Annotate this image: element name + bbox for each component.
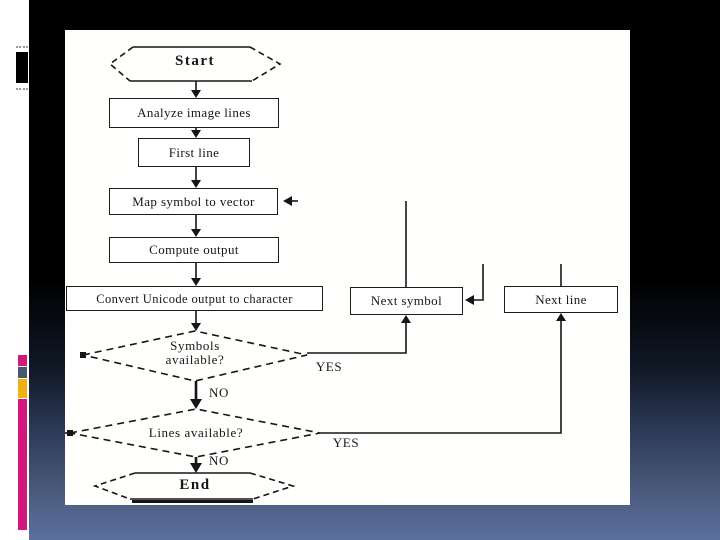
symbols-decision-shape [82,330,308,382]
node-label: Convert Unicode output to character [96,291,293,306]
dotted-texture-bottom [16,88,28,90]
symbols-decision-label: Symbols available? [165,338,225,367]
node-map-symbol-to-vector: Map symbol to vector [109,188,278,215]
start-terminator-shape [108,46,282,82]
arrowhead-into-convert [191,278,201,286]
lines-decision-shape [69,408,321,458]
symbols-no-label: NO [209,385,229,400]
accent-slate-square [18,367,27,378]
node-label: Next symbol [370,293,443,308]
sidebar-accent-strip [0,0,29,540]
node-compute-output: Compute output [109,237,279,263]
dotted-texture-top [16,46,28,48]
next-symbol-elbow-line [474,264,484,301]
end-right-chevron [249,472,296,500]
accent-magenta-bar [18,399,27,530]
symbols-yes-label: YES [315,359,343,374]
flowchart-drawing [65,46,566,503]
symbols-left-vertex-dot [80,352,86,358]
lines-left-vertex-dot [67,430,73,436]
start-label: Start [175,53,215,69]
arrowhead-into-next-symbol-right [465,295,474,305]
node-label: Map symbol to vector [132,193,255,209]
node-label: Next line [535,291,587,307]
symbols-yes-line [307,323,407,354]
arrowhead-into-map-right [283,196,292,206]
lines-yes-line [320,321,562,434]
start-right-chevron [249,46,282,82]
arrowhead-into-symbols [191,323,201,331]
accent-amber-square [18,379,27,398]
lines-no-label: NO [209,453,229,468]
arrowhead-into-next-line-bottom [556,313,566,321]
node-label: First line [168,144,220,160]
arrowhead-into-next-symbol-bottom [401,315,411,323]
arrowhead-into-compute [191,229,201,237]
node-label: Compute output [149,242,239,257]
node-first-line: First line [138,138,250,167]
node-next-line: Next line [504,286,618,313]
accent-pink-square [18,355,27,366]
end-left-chevron [92,472,136,500]
end-label: End [179,477,211,493]
node-next-symbol: Next symbol [350,287,463,315]
lines-yes-label: YES [332,435,360,450]
end-terminator-shape [92,472,296,503]
node-label: Analyze image lines [137,105,251,120]
arrowhead-into-analyze [191,90,201,98]
black-tab [16,52,28,83]
lines-decision-label: Lines available? [148,425,244,440]
arrowhead-into-end [190,463,202,473]
node-convert-unicode: Convert Unicode output to character [66,286,323,311]
arrowhead-into-map [191,180,201,188]
arrowhead-into-lines [190,399,202,409]
node-analyze-image-lines: Analyze image lines [109,98,279,128]
arrowhead-into-firstline [191,130,201,138]
flowchart-panel: Analyze image lines First line Map symbo… [65,30,630,505]
